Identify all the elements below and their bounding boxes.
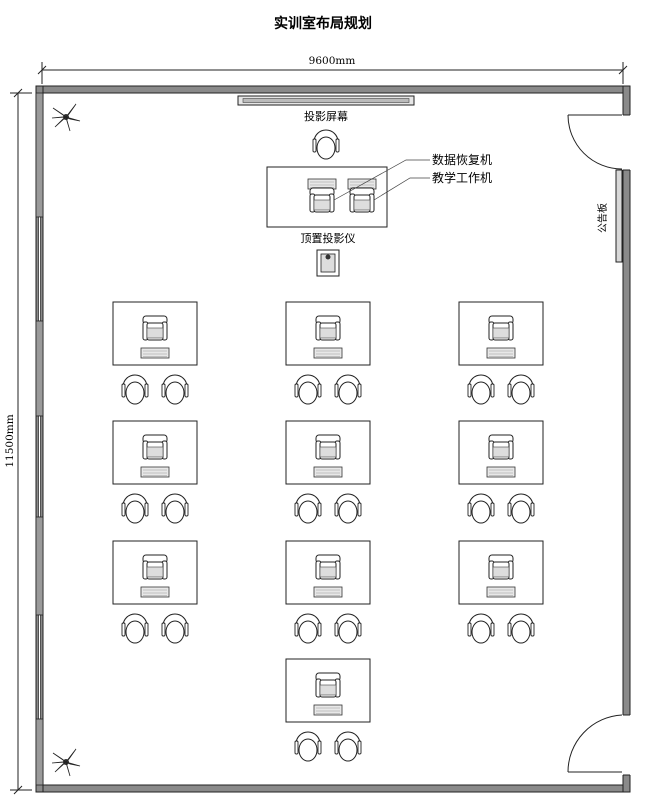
keyboard-icon [140,586,170,598]
workstation [285,540,371,644]
door-top [567,114,623,170]
computer-chair [315,315,341,341]
bulletin-label: 公告板 [596,203,609,233]
keyboard-icon [313,704,343,716]
workstation [285,301,371,405]
workstation [112,301,198,405]
data-recovery-label: 数据恢复机 [432,152,492,167]
computer-chair [315,434,341,460]
data-recovery-machine [309,187,335,213]
teaching-label: 教学工作机 [432,170,492,185]
computer-chair [488,554,514,580]
workstation [458,420,544,524]
teacher-desk [266,166,388,228]
height-label: 11500mm [4,414,16,467]
height-dimension: 11500mm [4,88,32,795]
computer-chair [142,434,168,460]
workstation [285,420,371,524]
computer-chair [488,434,514,460]
projector-label: 顶置投影仪 [301,231,356,245]
computer-chair [315,672,341,698]
screen-label: 投影屏幕 [304,109,348,123]
keyboard-icon [313,466,343,478]
computer-chair [142,554,168,580]
workstation [458,301,544,405]
keyboard-icon [313,586,343,598]
keyboard-icon [486,586,516,598]
computer-chair [488,315,514,341]
workstation [458,540,544,644]
computer-chair [315,554,341,580]
teaching-workstation [349,187,375,213]
computer-chair [142,315,168,341]
projection-screen [237,95,415,106]
workstation [112,540,198,644]
keyboard-icon [486,347,516,359]
bulletin-board: 公告板 [596,169,623,263]
door-bottom [567,714,623,773]
width-dimension: 9600mm [37,55,628,84]
left-windows [35,92,44,786]
keyboard-icon [313,347,343,359]
student-workstations [112,301,544,762]
plan-title: 实训室布局规划 [274,15,372,32]
keyboard-icon [486,466,516,478]
keyboard-icon [140,466,170,478]
width-label: 9600mm [309,55,356,67]
keyboard-icon [140,347,170,359]
workstation [285,658,371,762]
workstation [112,420,198,524]
projector-icon [316,249,340,277]
